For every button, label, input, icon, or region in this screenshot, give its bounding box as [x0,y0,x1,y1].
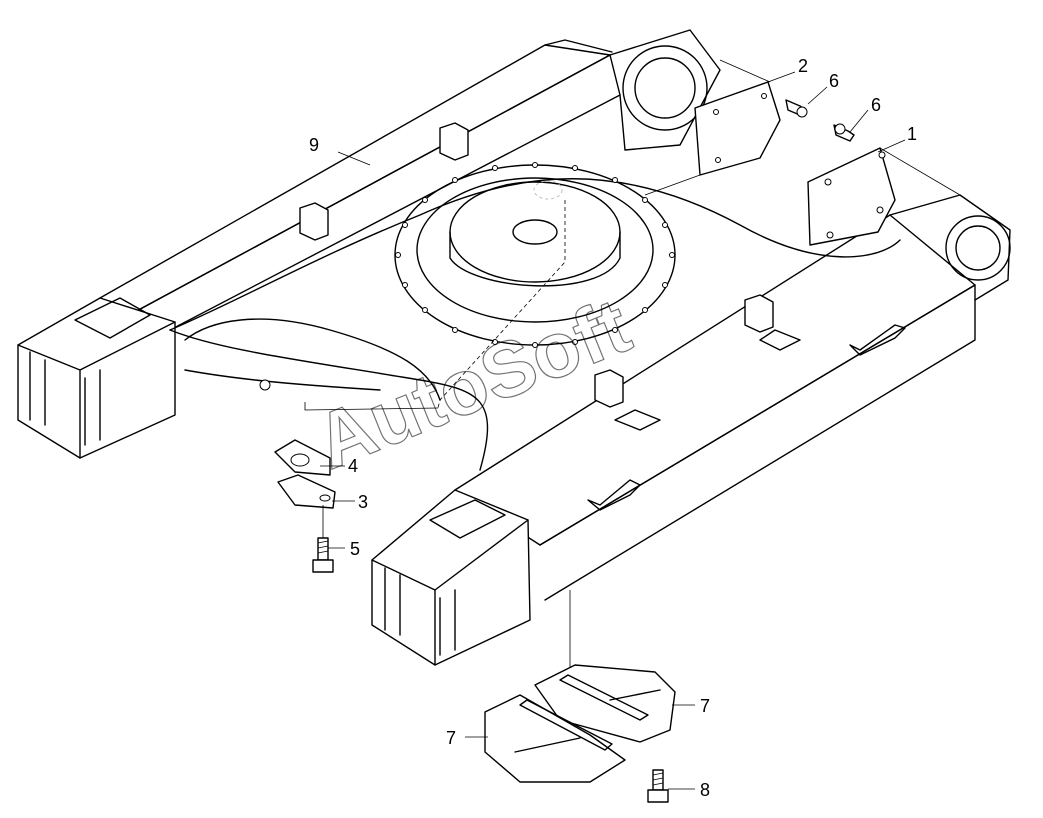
bolt-8 [647,769,669,803]
plate-4 [274,439,331,476]
callout-labels: 9 2 6 6 1 4 3 5 7 7 8 [309,56,917,800]
centerline [437,200,566,409]
callout-7b: 7 [446,728,456,748]
cover-plate-1 [807,147,896,246]
callout-1: 1 [907,124,917,144]
callout-3: 3 [358,492,368,512]
callout-leaders [320,71,906,790]
callout-4: 4 [348,456,358,476]
bearing-bolt-holes [395,162,675,348]
leader-plate-line [304,402,439,411]
cover-plate-2 [694,81,781,176]
callout-6b: 6 [871,95,881,115]
callout-2: 2 [798,56,808,76]
bolt-6b [833,123,855,142]
lower-frame [17,29,1011,666]
callout-8: 8 [700,780,710,800]
shoe-plate-7b [484,694,626,783]
callout-9: 9 [309,135,319,155]
callout-6a: 6 [829,71,839,91]
bolt-5 [312,537,334,573]
plate-3 [277,474,336,509]
bolt-6a [785,99,808,118]
callout-7a: 7 [700,696,710,716]
callout-5: 5 [350,539,360,559]
